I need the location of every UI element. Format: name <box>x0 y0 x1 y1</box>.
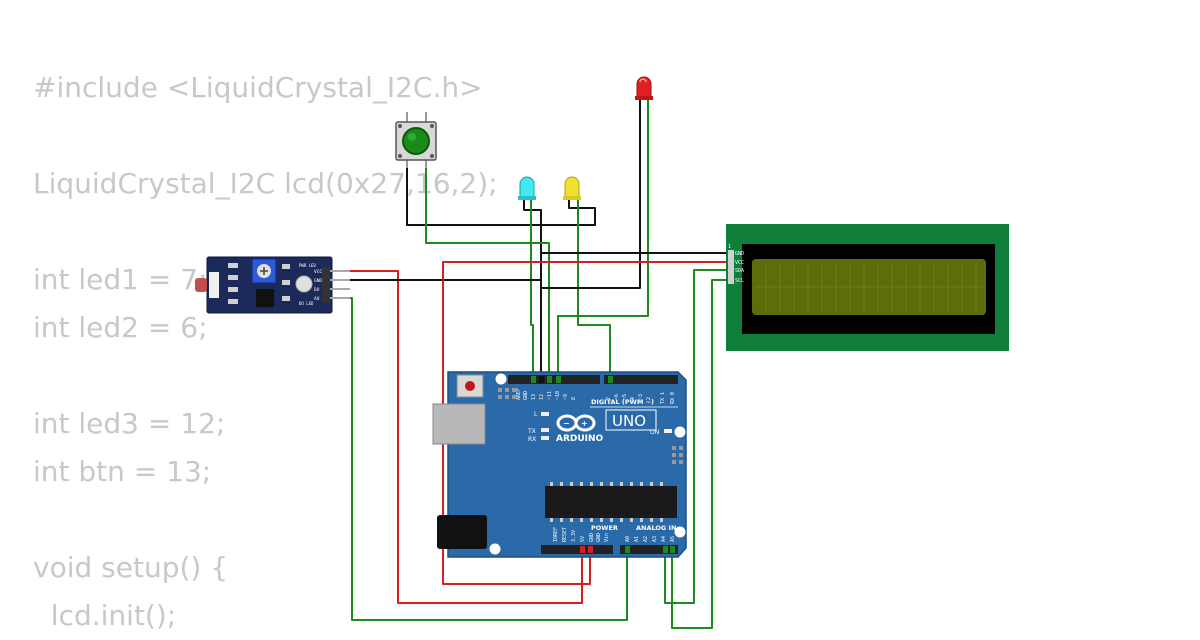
wire-led-yellow-green[interactable] <box>577 200 611 380</box>
pin-label-6: ~6 <box>614 394 620 400</box>
pin-label-3: ~3 <box>638 394 644 400</box>
push-button[interactable] <box>395 112 437 168</box>
led-red[interactable] <box>635 76 653 100</box>
light-sensor-module[interactable]: VCC GND DO AO PWR LED DO LED <box>195 256 350 314</box>
wire-led-red-black[interactable] <box>541 100 641 289</box>
pin-label-a2: A2 <box>643 536 649 542</box>
code-line: #include <LiquidCrystal_I2C.h> <box>33 71 483 104</box>
label-l: L <box>534 411 538 418</box>
power-header[interactable] <box>541 545 613 554</box>
lcd-pin-one-marker: 1 <box>728 244 731 250</box>
sensor-label-do-led: DO LED <box>299 301 314 306</box>
lcd-pin-scl: SCL <box>735 278 744 284</box>
code-line: int led3 = 12; <box>33 407 226 440</box>
sensor-label-pwr-led: PWR LED <box>299 263 316 268</box>
sensor-pin-ao: AO <box>314 296 320 302</box>
wire-lcd-vcc-red[interactable] <box>442 261 733 585</box>
digital-header-right[interactable] <box>604 375 678 384</box>
power-jack <box>437 515 487 549</box>
pin-label-a0: A0 <box>625 536 631 542</box>
wire-lcd-scl-green[interactable] <box>671 279 733 629</box>
button-cap[interactable] <box>402 127 430 155</box>
lcd-pin-gnd: GND <box>735 251 744 257</box>
pin-label-a1: A1 <box>634 536 640 542</box>
pin-label-rx0: RX 0 <box>670 392 676 404</box>
pin-label-reset: RESET <box>562 527 568 542</box>
digital-header-left[interactable] <box>508 375 600 384</box>
arduino-infinity-logo: − + <box>556 414 596 432</box>
pin-label-gnd: GND <box>523 391 529 400</box>
pin-label-2: 2 <box>646 397 652 400</box>
code-line: void setup() { <box>33 551 229 584</box>
code-line: int led2 = 6; <box>33 311 208 344</box>
pin-label-10: ~10 <box>555 391 561 400</box>
arduino-uno-board[interactable]: L TX RX ON − + UNO ARDUINO DIGITAL (PWM … <box>432 371 687 558</box>
label-on: ON <box>650 429 659 436</box>
wire-led-cyan-green[interactable] <box>530 200 534 380</box>
pin-label-9: ~9 <box>563 394 569 400</box>
arduino-brand-label: ARDUINO <box>556 434 604 444</box>
pin-label-4: 4 <box>630 397 636 400</box>
led-cyan[interactable] <box>518 176 536 200</box>
wire-sensor-gnd-black[interactable] <box>330 279 542 380</box>
code-line: int led1 = 7; <box>33 263 208 296</box>
label-tx: TX <box>527 428 536 435</box>
pin-label-7: 7 <box>606 397 612 400</box>
wire-lcd-sda-green[interactable] <box>664 269 733 604</box>
pin-label-13: 13 <box>531 394 537 400</box>
power-label: POWER <box>591 524 618 532</box>
pin-label-a5: A5 <box>670 536 676 542</box>
ldr-photoresistor <box>195 278 207 292</box>
lcd-pin-vcc: VCC <box>735 260 744 266</box>
analog-header[interactable] <box>620 545 678 554</box>
sensor-pin-vcc: VCC <box>314 269 322 275</box>
pin-label-tx1: TX 1 <box>660 392 666 404</box>
pin-label-aref: AREF <box>516 388 522 400</box>
led-yellow[interactable] <box>563 176 581 200</box>
pin-label-a4: A4 <box>661 536 667 542</box>
code-line: lcd.init(); <box>33 599 177 632</box>
pin-label-vin: Vin <box>604 533 610 542</box>
pin-label-5v: 5V <box>580 536 586 542</box>
arduino-model-label: UNO <box>612 412 646 430</box>
wire-led-yellow-black[interactable] <box>541 200 596 226</box>
lcd-pin-sda: SDA <box>735 268 744 274</box>
pin-label-gnd-2: GND <box>596 533 602 542</box>
pin-label-12: 12 <box>539 394 545 400</box>
pin-label-8: 8 <box>571 397 577 400</box>
code-line: LiquidCrystal_I2C lcd(0x27,16,2); <box>33 167 498 200</box>
svg-text:−: − <box>563 419 570 428</box>
svg-text:+: + <box>581 419 588 428</box>
pin-label-5: ~5 <box>622 394 628 400</box>
atmega-chip <box>545 486 677 518</box>
pin-label-a3: A3 <box>652 536 658 542</box>
wires <box>330 100 733 629</box>
sensor-pin-gnd: GND <box>314 278 322 284</box>
pin-label-gnd-1: GND <box>589 533 595 542</box>
label-rx: RX <box>528 436 536 443</box>
comparator-chip <box>256 289 274 307</box>
digital-pwm-label: DIGITAL (PWM ~) <box>591 398 654 406</box>
lcd-display[interactable]: 1 GND VCC SDA SCL <box>726 224 1009 351</box>
wire-led-red-green[interactable] <box>557 100 649 380</box>
usb-port <box>432 403 486 445</box>
wire-pin-endpoints <box>531 376 675 553</box>
pin-label-11: ~11 <box>547 391 553 400</box>
wire-led-cyan-black[interactable] <box>523 200 542 230</box>
pin-label-3v3: 3.3V <box>571 530 577 542</box>
wire-button-green[interactable] <box>425 165 550 380</box>
analog-in-label: ANALOG IN <box>636 524 676 532</box>
pin-label-ioref: IOREF <box>553 527 559 542</box>
sensor-pin-do: DO <box>314 287 320 293</box>
code-line: int btn = 13; <box>33 455 212 488</box>
